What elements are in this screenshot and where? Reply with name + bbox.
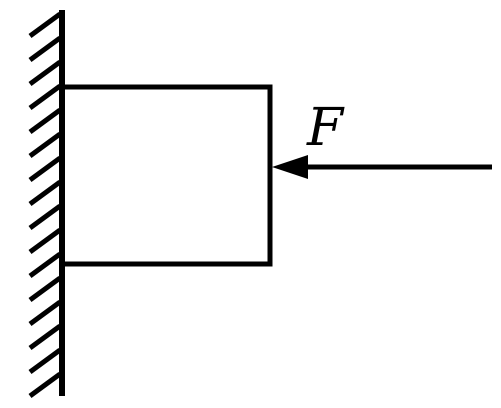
wall-hatch-mark: [28, 59, 62, 87]
wall-hatch-mark: [28, 35, 62, 63]
force-arrow-head: [272, 155, 308, 179]
wall-hatch-mark: [28, 299, 62, 327]
wall-hatch-mark: [28, 371, 62, 399]
force-label: F: [306, 98, 345, 158]
wall-hatching: [28, 11, 62, 399]
wall-hatch-mark: [28, 83, 62, 111]
wall-hatch-mark: [28, 107, 62, 135]
block: [59, 84, 273, 267]
wall-hatch-mark: [28, 275, 62, 303]
wall-hatch-mark: [28, 131, 62, 159]
wall-hatch-mark: [28, 251, 62, 279]
wall-hatch-mark: [28, 203, 62, 231]
wall-hatch-mark: [28, 11, 62, 39]
wall-hatch-mark: [28, 227, 62, 255]
wall-hatch-mark: [28, 155, 62, 183]
wall-hatch-mark: [28, 323, 62, 351]
wall-hatch-mark: [28, 179, 62, 207]
wall-hatch-mark: [28, 347, 62, 375]
